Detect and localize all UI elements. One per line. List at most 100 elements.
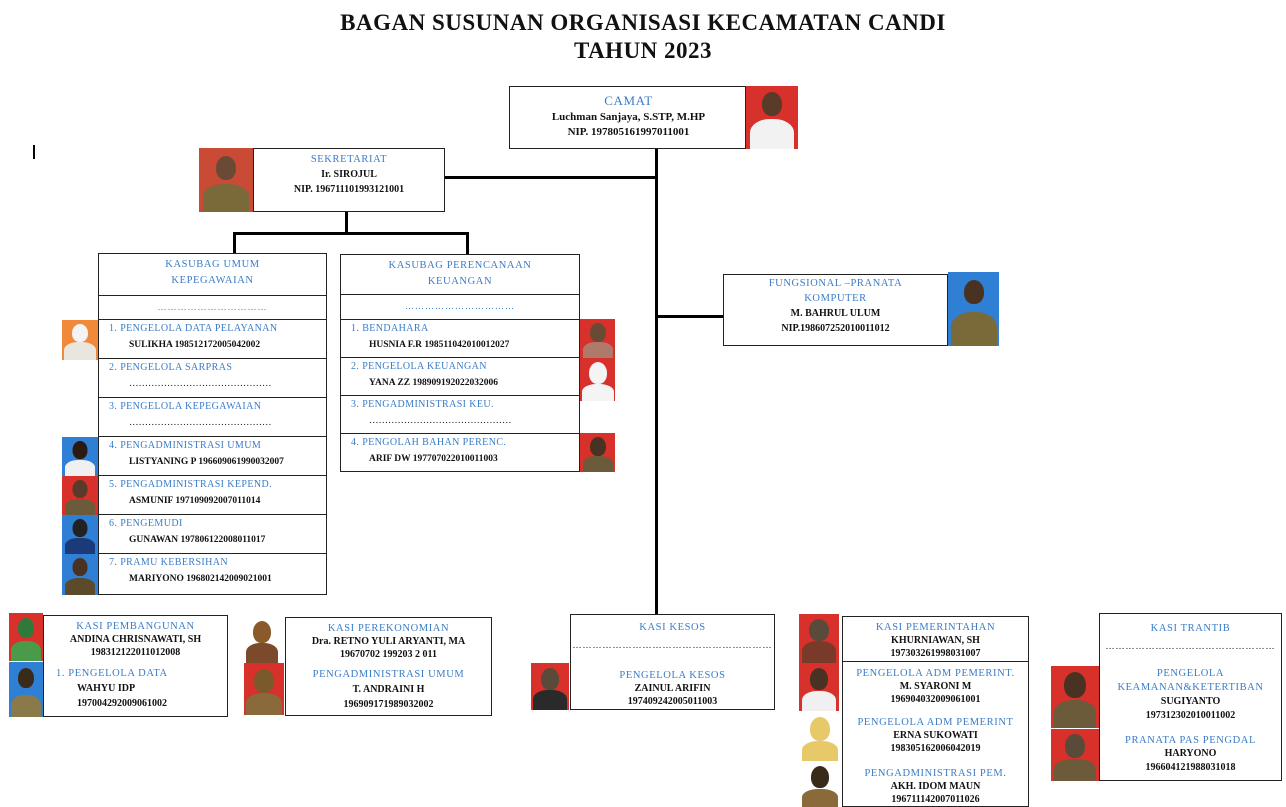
pengadministrasi-umum-name: T. ANDRAINI H <box>352 684 425 695</box>
staff-photo <box>580 358 615 401</box>
kasi-pemerintahan-name: KHURNIAWAN, SH <box>891 635 980 646</box>
kasi-kesos-box: KASI KESOS …………………………………………………… <box>570 614 775 663</box>
staff-photo <box>799 614 839 663</box>
kasubag-perencanaan-head: …………………………… <box>340 295 580 320</box>
pengelola-kesos-position: PENGELOLA KESOS <box>619 670 726 681</box>
pengelola-data-name: WAHYU IDP <box>77 683 136 694</box>
camat-position: CAMAT <box>604 93 653 108</box>
chart-year: TAHUN 2023 <box>573 38 713 63</box>
text-cursor <box>33 145 35 159</box>
item-name: MARIYONO 196802142009021001 <box>129 574 272 584</box>
kasi-pemerintahan-box: KASI PEMERINTAHAN KHURNIAWAN, SH 1973032… <box>842 616 1029 662</box>
kasi-pembangunan-box: KASI PEMBANGUNAN ANDINA CHRISNAWATI, SH … <box>43 615 228 662</box>
pengadministrasi-umum-box: PENGADMINISTRASI UMUM T. ANDRAINI H 1969… <box>285 662 492 716</box>
staff-photo <box>799 663 839 711</box>
item-position: 6. PENGEMUDI <box>109 518 183 529</box>
item-name: ……………………………………… <box>129 418 272 428</box>
kasi-trantib-box: KASI TRANTIB …………………………………………… <box>1099 613 1282 663</box>
staff-photo <box>1051 729 1099 781</box>
item-position: 4. PENGADMINISTRASI UMUM <box>109 440 262 451</box>
main-vertical-line <box>655 148 658 614</box>
kasi-perekonomian-name: Dra. RETNO YULI ARYANTI, MA <box>311 636 466 647</box>
kasubag-horizontal <box>233 232 469 235</box>
item-position: 1. BENDAHARA <box>351 323 429 334</box>
item-position: 2. PENGELOLA SARPRAS <box>109 362 233 373</box>
kasi-perekonomian-position: KASI PEREKONOMIAN <box>327 623 450 634</box>
keamanan-nip: 197312302010011002 <box>1145 710 1236 721</box>
camat-name: Luchman Sanjaya, S.STP, M.HP <box>551 111 706 123</box>
adm-pemerint-position: PENGELOLA ADM PEMERINT. <box>856 668 1015 679</box>
kasi-pembangunan-nip: 198312122011012008 <box>90 647 181 658</box>
fungsional-name: M. BAHRUL ULUM <box>790 308 881 319</box>
kasi-trantib-position: KASI TRANTIB <box>1150 623 1231 634</box>
adm-pemerint2-position: PENGELOLA ADM PEMERINT <box>857 717 1014 728</box>
kasi-pembangunan-name: ANDINA CHRISNAWATI, SH <box>69 634 202 645</box>
staff-photo <box>62 437 98 476</box>
kasi-pembangunan-position: KASI PEMBANGUNAN <box>76 621 195 632</box>
kasubag-umum-line <box>233 232 236 254</box>
item-position: 3. PENGELOLA KEPEGAWAIAN <box>109 401 262 412</box>
pranata-nip: 196604121988031018 <box>1145 762 1236 773</box>
staff-photo <box>799 713 841 761</box>
kasi-perekonomian-box: KASI PEREKONOMIAN Dra. RETNO YULI ARYANT… <box>285 617 492 663</box>
list-item: 3. PENGELOLA KEPEGAWAIAN ……………………………………… <box>98 398 327 437</box>
camat-photo <box>746 86 798 149</box>
staff-photo <box>62 476 98 515</box>
fungsional-box: FUNGSIONAL –PRANATA KOMPUTER M. BAHRUL U… <box>723 274 948 346</box>
sekretariat-connector <box>443 176 658 179</box>
list-item: 4. PENGADMINISTRASI UMUM LISTYANING P 19… <box>98 437 327 476</box>
adm-pemerint2-nip: 198305162006042019 <box>890 743 981 754</box>
list-item: 2. PENGELOLA SARPRAS ……………………………………… <box>98 359 327 398</box>
fungsional-position1: FUNGSIONAL –PRANATA <box>768 278 903 289</box>
sekretariat-down-line <box>345 212 348 234</box>
fungsional-nip: NIP.198607252010011012 <box>781 323 890 334</box>
list-item: 3. PENGADMINISTRASI KEU. ……………………………………… <box>340 396 580 434</box>
adm-pemerint2-name: ERNA SUKOWATI <box>893 730 978 741</box>
pengelola-data-nip: 197004292009061002 <box>77 698 167 709</box>
keamanan-position1: PENGELOLA <box>1156 668 1225 679</box>
item-position: 5. PENGADMINISTRASI KEPEND. <box>109 479 273 490</box>
kasubag-umum-title2: KEPEGAWAIAN <box>171 275 254 286</box>
item-position: 1. PENGELOLA DATA PELAYANAN <box>109 323 278 334</box>
sekretariat-name: Ir. SIROJUL <box>321 169 377 180</box>
list-item: 6. PENGEMUDI GUNAWAN 197806122008011017 <box>98 515 327 554</box>
pengelola-kesos-box: PENGELOLA KESOS ZAINUL ARIFIN 1974092420… <box>570 662 775 710</box>
pranata-name: HARYONO <box>1164 748 1217 759</box>
camat-box: CAMAT Luchman Sanjaya, S.STP, M.HP NIP. … <box>509 86 746 149</box>
staff-photo <box>9 613 43 661</box>
kasi-pemerintahan-position: KASI PEMERINTAHAN <box>875 622 996 633</box>
item-position: 4. PENGOLAH BAHAN PERENC. <box>351 437 507 448</box>
pranata-position: PRANATA PAS PENGDAL <box>1125 735 1256 746</box>
chart-title: BAGAN SUSUNAN ORGANISASI KECAMATAN CANDI <box>340 10 946 35</box>
item-name: SULIKHA 198512172005042002 <box>129 340 261 350</box>
adm-pemerint-name: M. SYARONI M <box>899 681 972 692</box>
staff-photo <box>62 320 98 360</box>
staff-photo <box>62 515 98 554</box>
pengelola-kesos-name: ZAINUL ARIFIN <box>634 683 711 694</box>
kasubag-umum-title1: KASUBAG UMUM <box>165 259 260 270</box>
sekretariat-box: SEKRETARIAT Ir. SIROJUL NIP. 19671110199… <box>253 148 445 212</box>
keamanan-name: SUGIYANTO <box>1160 696 1221 707</box>
pengelola-data-box: 1. PENGELOLA DATA WAHYU IDP 197004292009… <box>43 661 228 717</box>
pengadministrasi-umum-position: PENGADMINISTRASI UMUM <box>312 669 465 680</box>
item-name: GUNAWAN 197806122008011017 <box>129 535 266 545</box>
list-item: 7. PRAMU KEBERSIHAN MARIYONO 19680214200… <box>98 554 327 595</box>
pengelola-kesos-nip: 197409242005011003 <box>627 696 718 707</box>
kasubag-perencanaan-title2: KEUANGAN <box>427 276 493 287</box>
staff-photo <box>244 617 280 663</box>
fungsional-position2: KOMPUTER <box>804 293 867 304</box>
staff-photo <box>9 662 43 717</box>
item-name: ……………………………………… <box>369 416 512 426</box>
staff-photo <box>580 433 615 472</box>
item-name: YANA ZZ 198909192022032006 <box>369 378 498 388</box>
kasubag-umum-box: KASUBAG UMUM KEPEGAWAIAN <box>98 253 327 296</box>
staff-photo <box>799 762 841 807</box>
pengadm-pem-nip: 196711142007011026 <box>891 794 980 805</box>
kasi-trantib-dots: …………………………………………… <box>1105 641 1276 651</box>
item-name: LISTYANING P 196609061990032007 <box>129 457 284 467</box>
kasubag-perencanaan-dots: …………………………… <box>405 301 515 311</box>
keamanan-box: PENGELOLA KEAMANAN&KETERTIBAN SUGIYANTO … <box>1099 662 1282 729</box>
list-item: 1. BENDAHARA HUSNIA F.R 1985110420100120… <box>340 320 580 358</box>
kasi-kesos-dots: …………………………………………………… <box>572 640 773 650</box>
pengadm-pem-name: AKH. IDOM MAUN <box>890 781 981 792</box>
